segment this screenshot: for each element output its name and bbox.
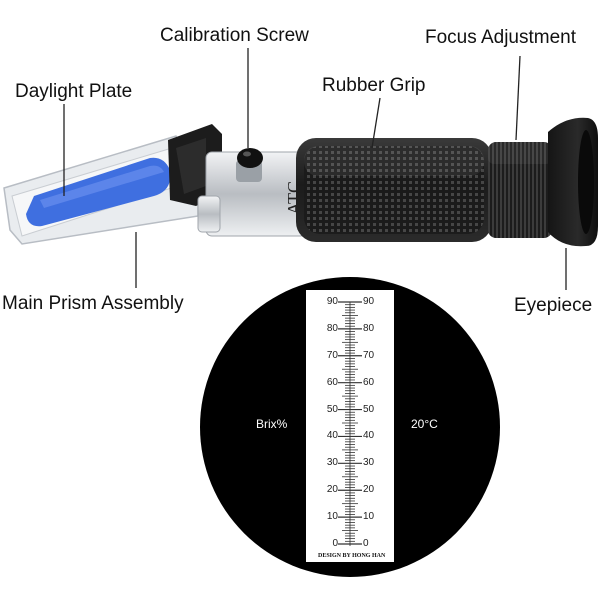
scale-tick-label-right: 80 xyxy=(363,322,375,334)
callout-calibration-screw: Calibration Screw xyxy=(160,25,309,46)
callout-main-prism-assembly: Main Prism Assembly xyxy=(2,293,184,314)
leader-lines xyxy=(63,48,567,290)
callout-daylight-plate: Daylight Plate xyxy=(15,81,133,102)
scale-view-circle xyxy=(200,277,500,577)
scale-tick-label-left: 70 xyxy=(326,349,338,361)
temperature-label: 20°C xyxy=(411,417,438,431)
scale-tick-label-right: 70 xyxy=(363,349,375,361)
scale-tick-label-right: 10 xyxy=(363,511,375,523)
scale-tick-label-right: 60 xyxy=(363,376,375,388)
scale-tick-label-left: 40 xyxy=(326,430,338,442)
scale-tick-label-left: 60 xyxy=(326,376,338,388)
leader-focus-adjustment xyxy=(515,55,521,141)
scale-tick-label-left: 80 xyxy=(326,322,338,334)
scale-tick-label-left: 30 xyxy=(326,457,338,469)
scale-tick-label-left: 0 xyxy=(332,538,338,549)
scale-credit: DESIGN BY HONG HAN xyxy=(318,553,386,559)
scale-tick-label-right: 90 xyxy=(363,296,375,307)
refractometer-illustration: ATC xyxy=(3,48,598,290)
rubber-grip xyxy=(296,138,492,242)
scale-tick-label-left: 10 xyxy=(326,511,338,523)
callout-rubber-grip: Rubber Grip xyxy=(322,75,426,96)
leader-rubber-grip xyxy=(371,97,381,149)
callout-eyepiece: Eyepiece xyxy=(514,295,593,316)
scale-tick-label-left: 90 xyxy=(326,296,338,307)
brix-label: Brix% xyxy=(256,417,288,431)
focus-ring[interactable] xyxy=(488,142,552,238)
scale-tick-label-right: 0 xyxy=(363,538,369,549)
callout-focus-adjustment: Focus Adjustment xyxy=(425,27,577,48)
scale-tick-label-right: 30 xyxy=(363,457,375,469)
scale-tick-label-left: 20 xyxy=(326,484,338,496)
scale-ticks xyxy=(338,301,362,545)
daylight-plate-highlight xyxy=(40,165,164,208)
scale-tick-label-right: 20 xyxy=(363,484,375,496)
calibration-screw[interactable] xyxy=(236,148,263,182)
eyepiece-cup[interactable] xyxy=(548,117,598,247)
scale-tick-label-right: 40 xyxy=(363,430,375,442)
scale-tick-label-right: 50 xyxy=(363,403,375,415)
scale-tick-label-left: 50 xyxy=(326,403,338,415)
